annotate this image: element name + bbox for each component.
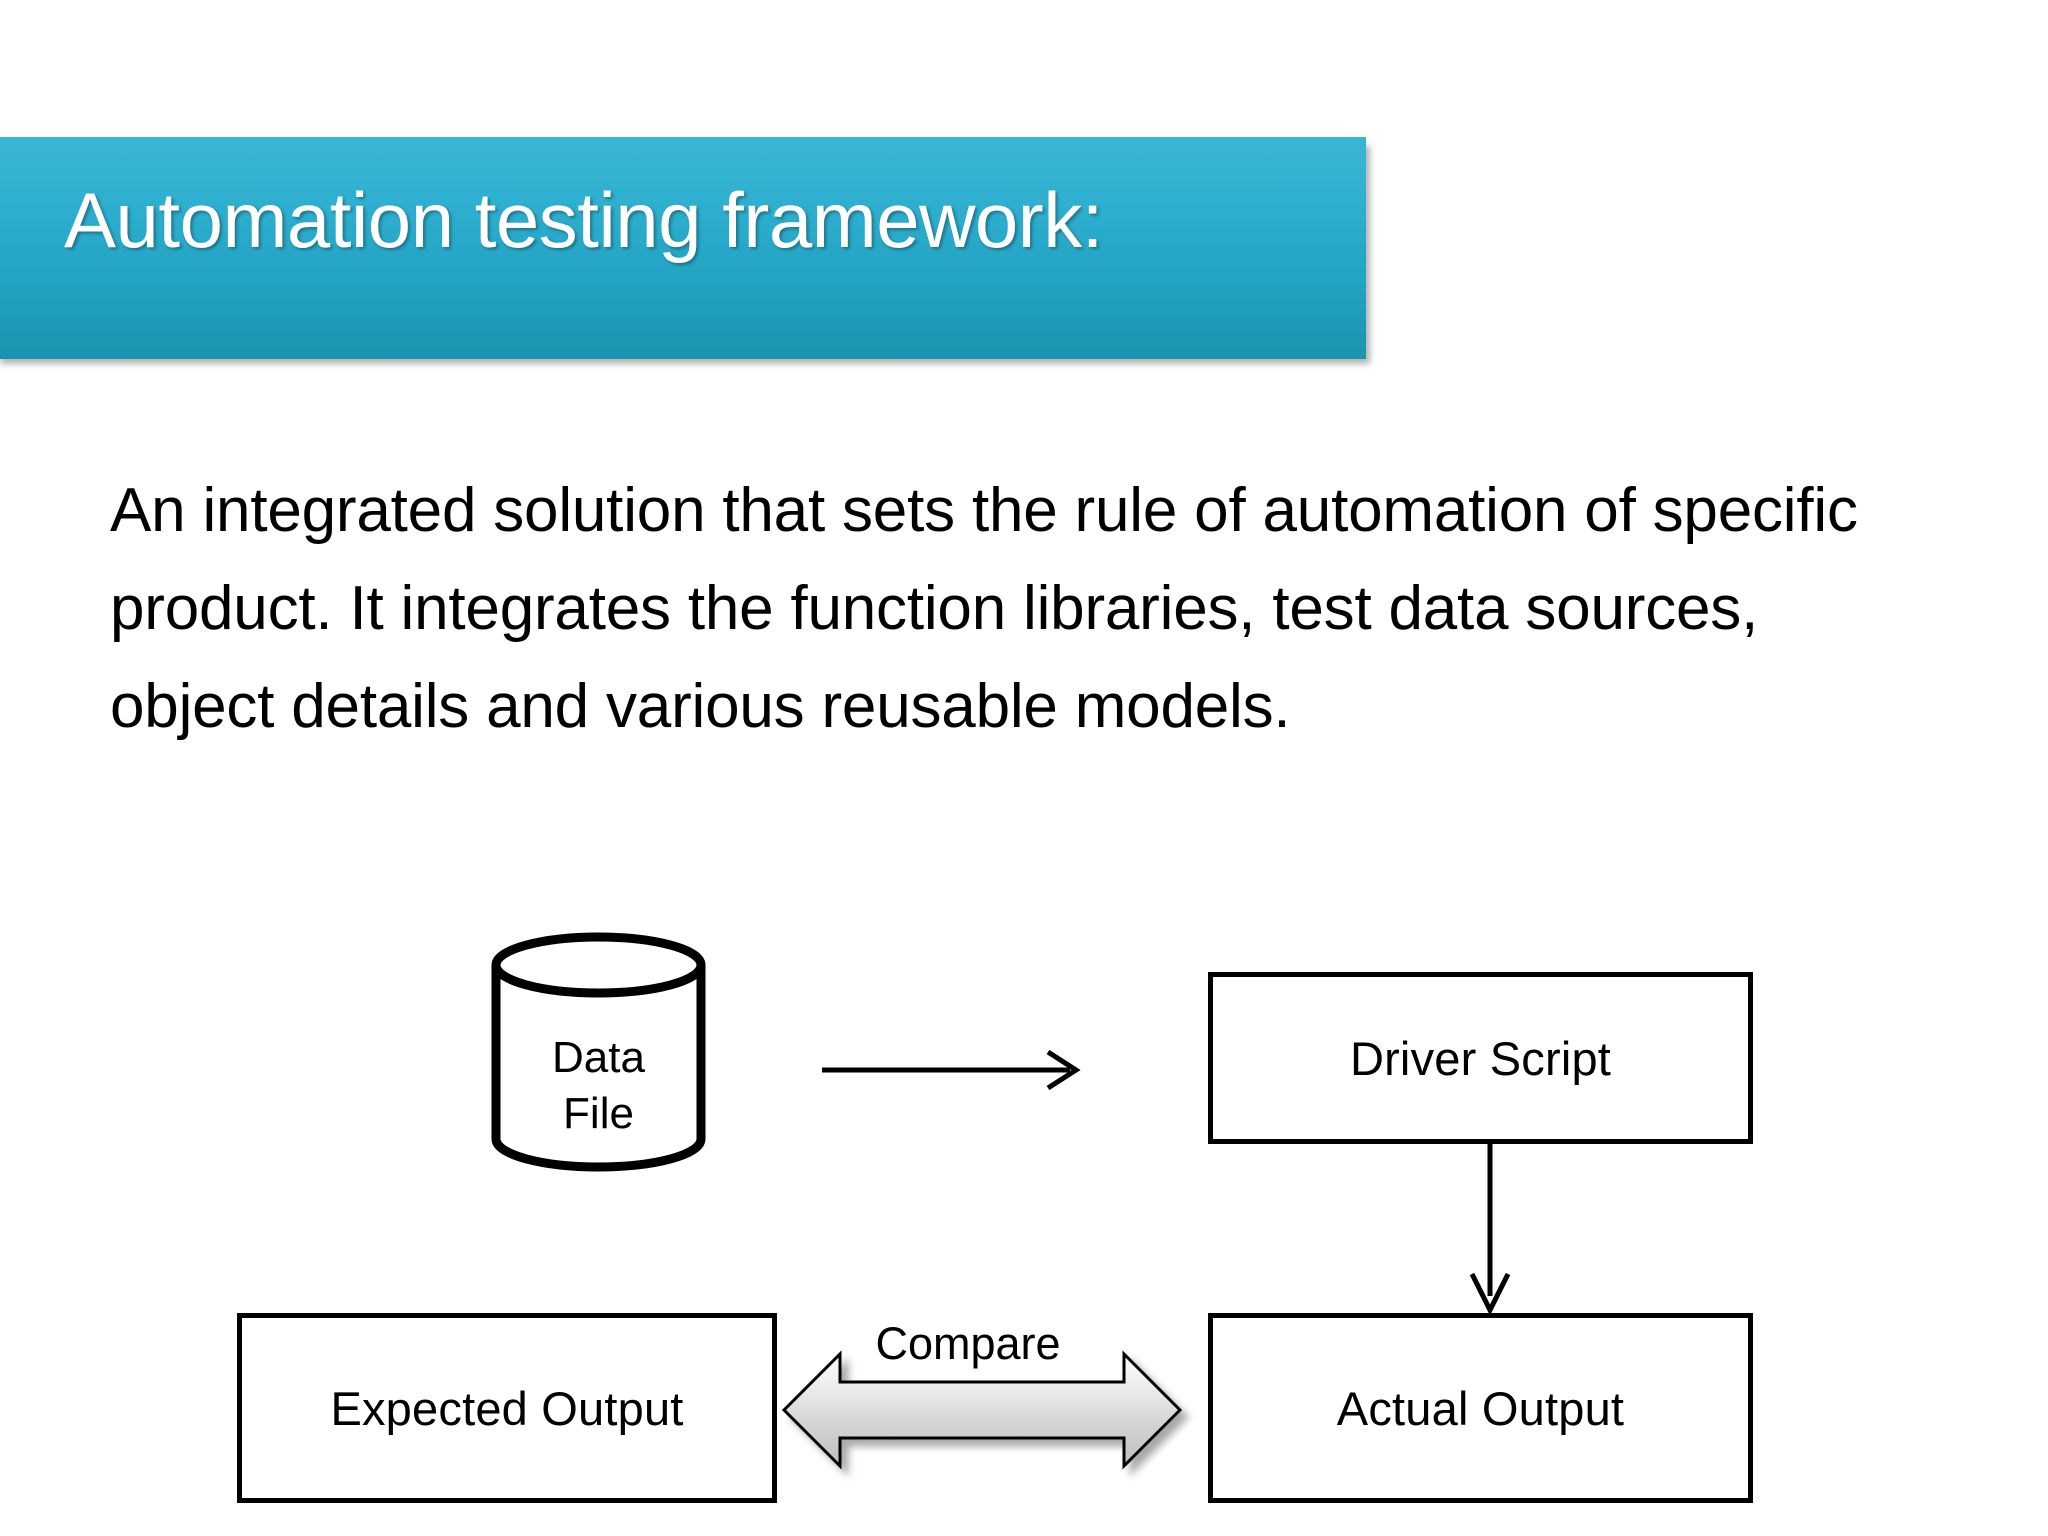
data-file-cylinder-shape — [491, 932, 706, 1172]
expected-output-box[interactable]: Expected Output — [237, 1313, 777, 1503]
slide-title-banner: Automation testing framework: — [0, 137, 1366, 359]
data-file-label-line2: File — [563, 1089, 634, 1138]
page-title: Automation testing framework: — [64, 176, 1103, 264]
expected-output-label: Expected Output — [330, 1381, 684, 1435]
driver-script-label: Driver Script — [1349, 1031, 1612, 1085]
actual-output-box[interactable]: Actual Output — [1208, 1313, 1753, 1503]
driver-script-box[interactable]: Driver Script — [1208, 972, 1753, 1144]
arrow-data-file-to-driver-script — [822, 1049, 1081, 1091]
compare-label: Compare — [875, 1318, 1061, 1369]
arrow-driver-script-to-actual-output — [1469, 1144, 1511, 1316]
compare-double-arrow — [781, 1350, 1183, 1470]
actual-output-label: Actual Output — [1336, 1381, 1625, 1435]
data-file-label-line1: Data — [552, 1033, 645, 1082]
slide-body-text: An integrated solution that sets the rul… — [110, 476, 1858, 741]
data-file-label: Data File — [491, 1030, 706, 1142]
